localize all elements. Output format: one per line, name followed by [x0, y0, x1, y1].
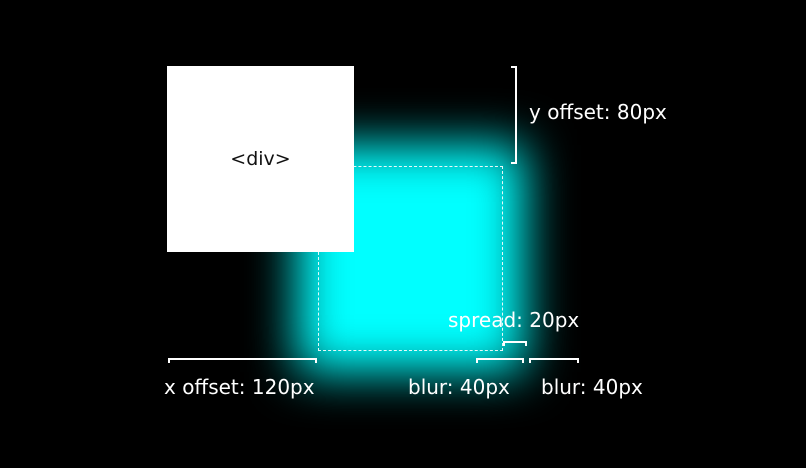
spread-label: spread: 20px: [448, 308, 580, 332]
x-offset-bracket: [168, 358, 317, 363]
blur-inner-bracket: [476, 358, 524, 363]
blur-outer-bracket: [529, 358, 579, 363]
element-label: <div>: [230, 148, 291, 170]
blur-inner-label: blur: 40px: [408, 375, 510, 399]
shadow-outline-dashed: [318, 166, 503, 351]
blur-outer-label: blur: 40px: [541, 375, 643, 399]
y-offset-label: y offset: 80px: [529, 100, 667, 124]
element-box: <div>: [167, 66, 354, 252]
spread-bracket: [503, 341, 527, 346]
y-offset-bracket: [511, 66, 517, 164]
x-offset-label: x offset: 120px: [164, 375, 315, 399]
